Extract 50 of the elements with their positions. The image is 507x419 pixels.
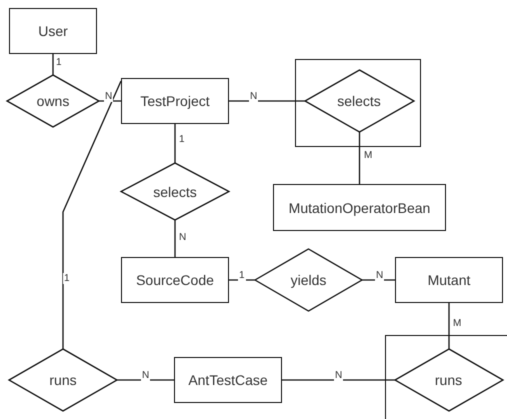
entity-box xyxy=(174,357,282,403)
entity-name: MutationOperatorBean xyxy=(288,200,430,216)
cardinality-label: 1 xyxy=(55,57,63,68)
connector-line xyxy=(229,100,305,102)
relationship-label: yields xyxy=(290,272,326,288)
aggregation-box xyxy=(295,59,421,147)
relationship-diamond xyxy=(255,249,362,311)
relationship-diamond xyxy=(121,163,229,220)
connector-line xyxy=(358,132,360,184)
connector-line xyxy=(117,379,174,381)
cardinality-label: N xyxy=(178,232,188,243)
relationship-diamond xyxy=(9,349,117,411)
connector-line xyxy=(174,220,176,257)
connector-line xyxy=(362,279,395,281)
connector-line xyxy=(174,124,176,163)
relationship-label: runs xyxy=(49,372,77,388)
entity-name: SourceCode xyxy=(136,272,214,288)
cardinality-label: M xyxy=(452,318,462,329)
entity-name: Mutant xyxy=(428,272,470,288)
relationship-label: selects xyxy=(153,184,197,200)
entity-box xyxy=(395,257,503,303)
connector-line xyxy=(448,303,450,349)
connector-line xyxy=(52,54,54,75)
entity-box xyxy=(9,8,97,54)
cardinality-label: 1 xyxy=(63,273,71,284)
cardinality-label: 1 xyxy=(178,134,186,145)
relationship-label: selects xyxy=(337,92,381,108)
entity-box xyxy=(121,257,229,303)
cardinality-label: N xyxy=(334,370,344,381)
entity-name: AntTestCase xyxy=(188,372,268,388)
entity-box xyxy=(121,78,229,124)
cardinality-label: M xyxy=(363,150,374,161)
relationship-diamond xyxy=(304,70,414,132)
relationship-diamond xyxy=(394,348,502,410)
connector-line xyxy=(282,379,395,381)
entity-box xyxy=(273,184,446,231)
cardinality-label: N xyxy=(104,91,114,102)
cardinality-label: N xyxy=(375,270,384,281)
connector-line xyxy=(99,100,121,102)
connector-line xyxy=(62,80,122,349)
relationship-label: owns xyxy=(36,93,70,109)
entity-name: TestProject xyxy=(140,93,210,109)
cardinality-label: 1 xyxy=(238,270,246,281)
cardinality-label: N xyxy=(249,91,258,102)
relationship-diamond xyxy=(7,75,99,127)
connector-line xyxy=(229,279,255,281)
relationship-label: runs xyxy=(434,372,462,388)
entity-name: User xyxy=(38,23,68,39)
aggregation-box xyxy=(385,335,507,419)
cardinality-label: N xyxy=(141,370,150,381)
